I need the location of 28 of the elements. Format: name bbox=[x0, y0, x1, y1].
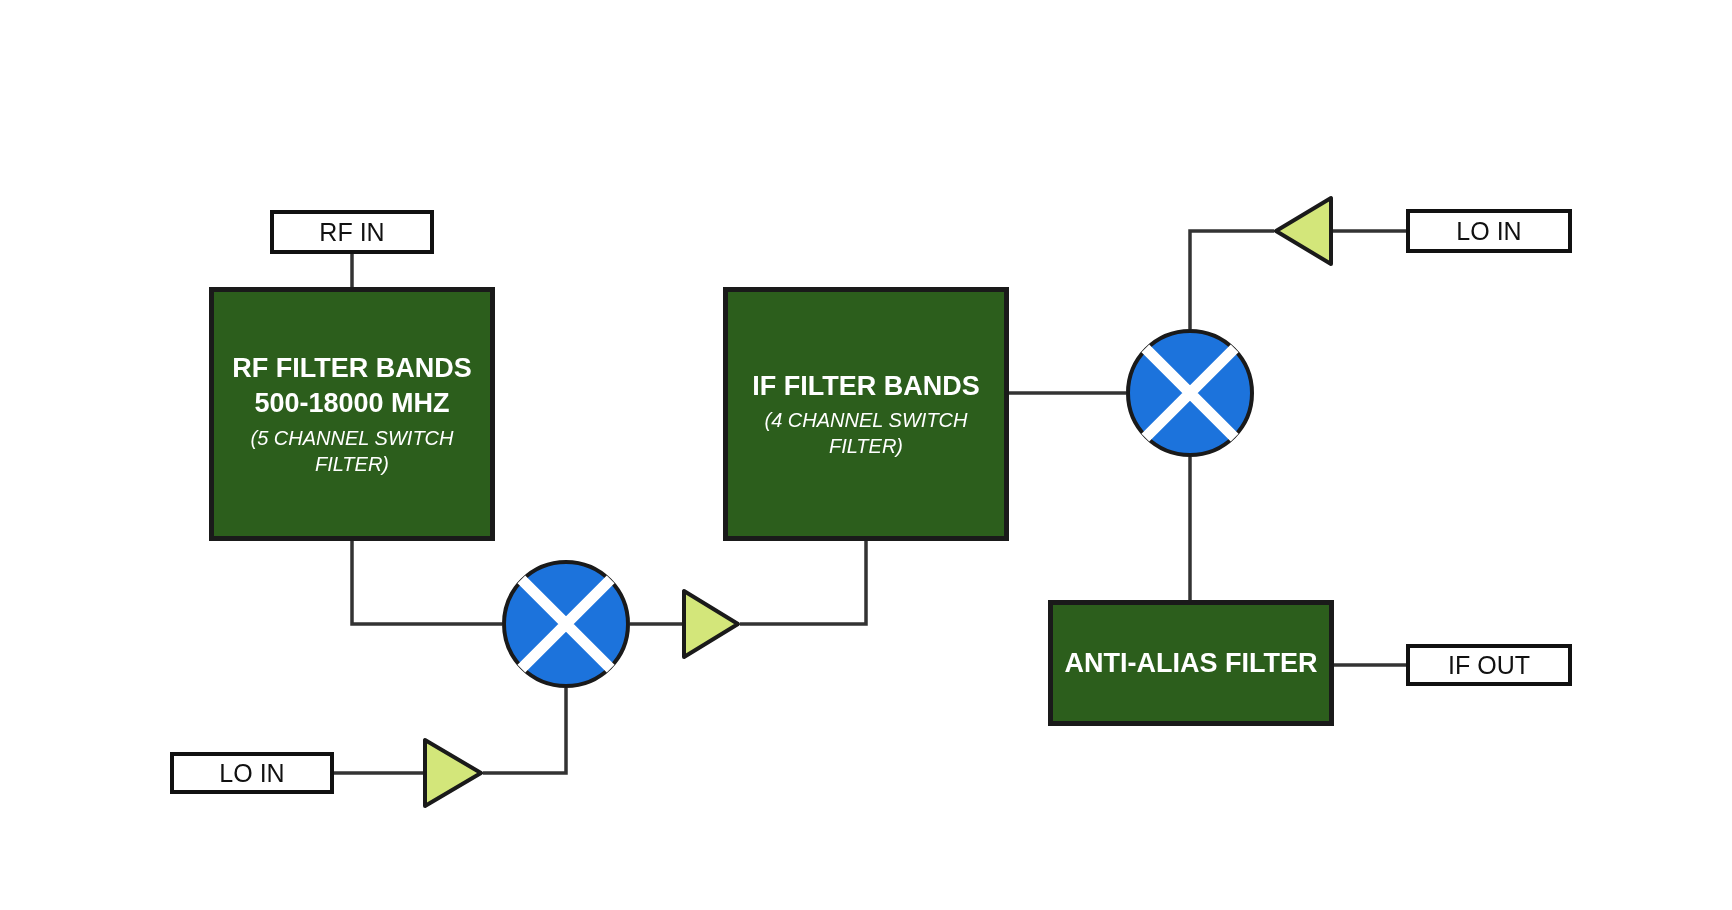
signal-line bbox=[740, 541, 868, 626]
amplifier-triangle bbox=[423, 738, 483, 808]
signal-line bbox=[1334, 663, 1406, 667]
signal-line bbox=[630, 622, 682, 626]
block-subtitle: (5 CHANNEL SWITCH FILTER) bbox=[249, 425, 455, 477]
signal-line bbox=[1188, 457, 1192, 600]
port-label: LO IN bbox=[1406, 209, 1572, 253]
port-label: RF IN bbox=[270, 210, 434, 254]
amplifier-triangle bbox=[1274, 196, 1333, 266]
mixer-symbol bbox=[1126, 329, 1254, 457]
signal-line bbox=[350, 541, 502, 626]
port-label: LO IN bbox=[170, 752, 334, 794]
block-title: ANTI-ALIAS FILTER bbox=[1064, 646, 1318, 680]
filter-block bbox=[723, 287, 1009, 541]
block-title: RF FILTER BANDS 500-18000 MHZ bbox=[231, 352, 473, 420]
signal-line bbox=[1009, 391, 1126, 395]
filter-block bbox=[209, 287, 495, 541]
signal-line bbox=[483, 688, 568, 775]
signal-line bbox=[334, 771, 423, 775]
signal-line bbox=[1188, 229, 1274, 329]
port-label: IF OUT bbox=[1406, 644, 1572, 686]
signal-line bbox=[1333, 229, 1406, 233]
amplifier-triangle bbox=[682, 589, 740, 659]
filter-block bbox=[1048, 600, 1334, 726]
block-subtitle: (4 CHANNEL SWITCH FILTER) bbox=[763, 408, 969, 460]
mixer-symbol bbox=[502, 560, 630, 688]
block-title: IF FILTER BANDS bbox=[752, 369, 980, 403]
signal-line bbox=[350, 254, 354, 287]
